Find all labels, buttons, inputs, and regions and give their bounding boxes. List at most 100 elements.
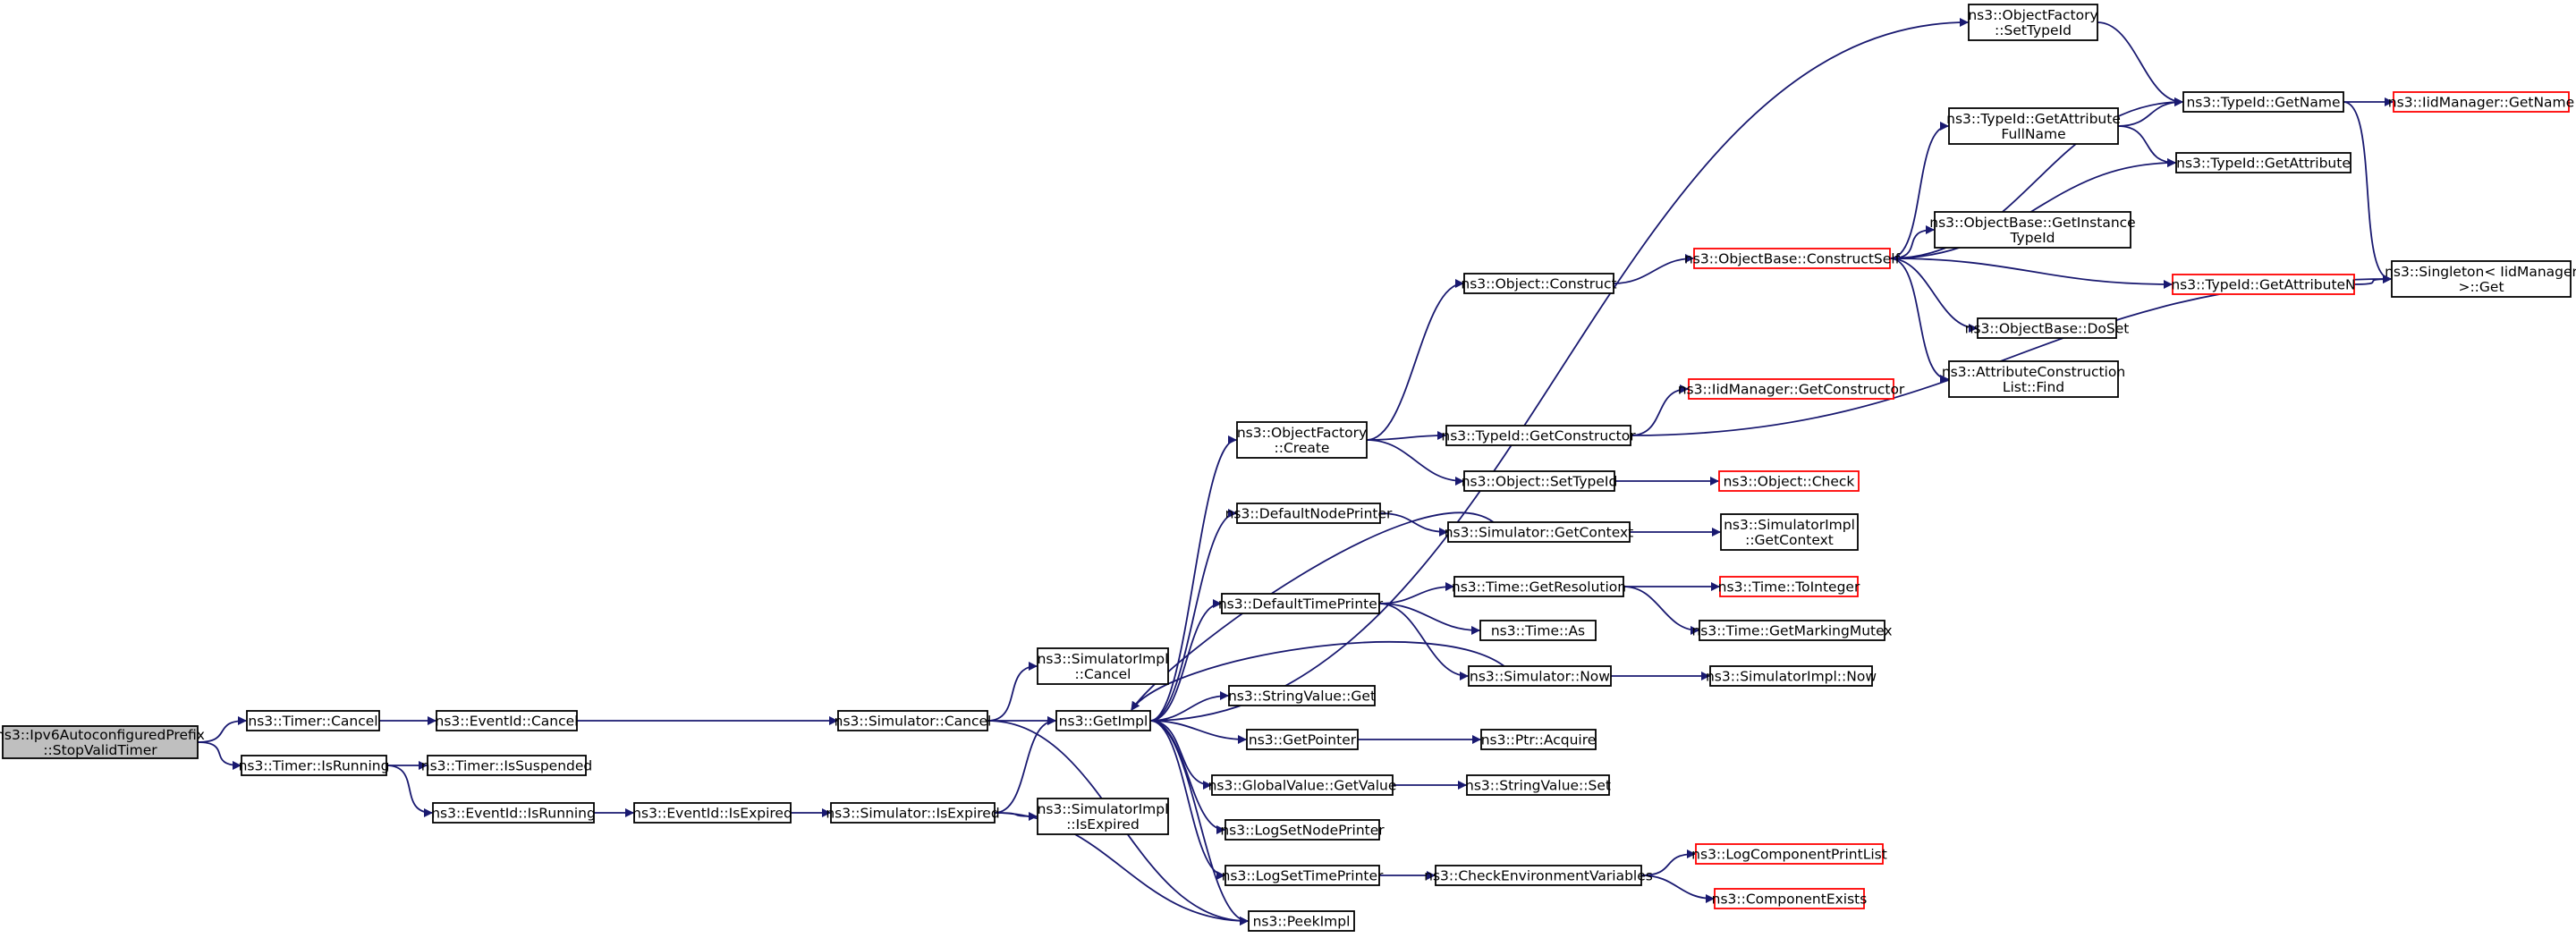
node-box [436,710,578,731]
node-typeid-getattribute[interactable]: ns3::TypeId::GetAttribute [2175,152,2351,173]
node-label: ns3::Simulator::Now [1470,669,1610,685]
node-globalvalue-getvalue[interactable]: ns3::GlobalValue::GetValue [1208,774,1397,796]
node-label: ns3::LogComponentPrintList [1691,847,1887,863]
edge-objfactory_create-to-typeid_getconstructor [1366,431,1446,441]
node-box [2172,274,2355,295]
node-label: ns3::Timer::IsSuspended [421,758,592,774]
node-box [1714,888,1865,909]
node-time-getmarkingmutex[interactable]: ns3::Time::GetMarkingMutex [1691,620,1893,641]
node-iidmanager-getconstructor[interactable]: ns3::IidManager::GetConstructor [1678,378,1905,400]
node-simimpl-isexpired[interactable]: ns3::SimulatorImpl::IsExpired [1037,798,1169,835]
node-typeid-getname[interactable]: ns3::TypeId::GetName [2182,91,2344,113]
node-label: >::Get [2458,279,2504,295]
node-box [1224,819,1380,841]
edge-defaulttimeprinter-to-time_as [1378,603,1480,635]
node-label: ns3::Object::SetTypeId [1462,474,1618,490]
node-box [1718,470,1860,492]
node-box [1480,729,1597,750]
edge-typeid_getattributefullname-to-typeid_getname [2117,97,2183,127]
node-simimpl-cancel[interactable]: ns3::SimulatorImpl::Cancel [1037,647,1169,685]
node-label: ns3::StringValue::Set [1465,778,1611,794]
node-box [1468,665,1612,687]
node-peekimpl[interactable]: ns3::PeekImpl [1248,910,1355,932]
node-box [1248,910,1355,932]
node-box [1709,665,1873,687]
node-box [1037,647,1169,685]
node-box [1693,248,1891,269]
node-sim-isexpired[interactable]: ns3::Simulator::IsExpired [826,802,1000,824]
node-objfactory-create[interactable]: ns3::ObjectFactory::Create [1236,421,1368,459]
edge-sim_isexpired-to-getimpl [994,716,1056,814]
node-componentexists[interactable]: ns3::ComponentExists [1712,888,1868,909]
node-label: ns3::IidManager::GetConstructor [1678,382,1905,398]
node-timer-isrunning[interactable]: ns3::Timer::IsRunning [239,755,390,776]
node-box [1435,865,1642,886]
node-label: ns3::GlobalValue::GetValue [1208,778,1397,794]
edge-objfactory_create-to-object_settypeid [1366,439,1464,486]
node-box [1055,710,1151,731]
node-eventid-isexpired[interactable]: ns3::EventId::IsExpired [632,802,792,824]
node-label: ns3::Object::Check [1724,474,1855,490]
node-logsettimeprinter[interactable]: ns3::LogSetTimePrinter [1222,865,1384,886]
node-box [1699,620,1885,641]
node-typeid-getattributen[interactable]: ns3::TypeId::GetAttributeN [2171,274,2356,295]
node-eventid-isrunning[interactable]: ns3::EventId::IsRunning [431,802,596,824]
edge-objbase_constructself-to-typeid_getattribute [1889,158,2176,259]
node-object-check[interactable]: ns3::Object::Check [1718,470,1860,492]
node-label: ::Cancel [1075,666,1131,682]
node-objbase-doset[interactable]: ns3::ObjectBase::DoSet [1965,317,2130,339]
edge-getimpl-to-defaulttimeprinter [1149,599,1222,722]
node-label: ::IsExpired [1066,816,1140,832]
node-box [2,725,199,759]
edge-checkenv-to-componentexists [1640,875,1715,903]
node-box [2391,260,2572,298]
node-object-construct[interactable]: ns3::Object::Construct [1461,273,1617,294]
node-box [1445,425,1631,446]
node-objbase-constructself[interactable]: ns3::ObjectBase::ConstructSelf [1684,248,1901,269]
node-sim-getcontext[interactable]: ns3::Simulator::GetContext [1445,521,1634,543]
node-label: List::Find [2003,379,2064,395]
node-stringvalue-set[interactable]: ns3::StringValue::Set [1465,774,1611,796]
node-defaulttimeprinter[interactable]: ns3::DefaultTimePrinter [1218,593,1384,614]
node-box [1977,317,2117,339]
node-getpointer[interactable]: ns3::GetPointer [1246,729,1359,750]
edge-getimpl-to-objfactory_create [1149,435,1237,722]
node-timer-cancel[interactable]: ns3::Timer::Cancel [246,710,380,731]
node-stringvalue-get[interactable]: ns3::StringValue::Get [1228,685,1376,706]
node-label: ns3::Object::Construct [1461,276,1616,292]
node-objfactory-settypeid[interactable]: ns3::ObjectFactory::SetTypeId [1968,4,2098,41]
node-box [633,802,792,824]
node-label: ::StopValidTimer [43,742,157,758]
node-singleton-get[interactable]: ns3::Singleton< IidManager >::Get [2385,260,2576,298]
node-getimpl[interactable]: ns3::GetImpl [1055,710,1151,731]
node-time-tointeger[interactable]: ns3::Time::ToInteger [1718,576,1860,597]
node-time-as[interactable]: ns3::Time::As [1479,620,1597,641]
node-sim-cancel[interactable]: ns3::Simulator::Cancel [835,710,992,731]
node-logcomponentprintlist[interactable]: ns3::LogComponentPrintList [1691,843,1887,865]
node-timer-issuspended[interactable]: ns3::Timer::IsSuspended [421,755,592,776]
node-defaultnodeprinter[interactable]: ns3::DefaultNodePrinter [1225,503,1393,524]
node-simimpl-getcontext[interactable]: ns3::SimulatorImpl::GetContext [1720,513,1859,551]
node-label: ns3::Simulator::IsExpired [826,806,999,822]
node-root[interactable]: ns3::Ipv6AutoconfiguredPrefix::StopValid… [0,725,205,759]
node-typeid-getconstructor[interactable]: ns3::TypeId::GetConstructor [1441,425,1636,446]
node-iidmanager-getname[interactable]: ns3::IidManager::GetName [2388,91,2574,113]
edge-root-to-timer_isrunning [197,741,242,770]
node-eventid-cancel[interactable]: ns3::EventId::Cancel [436,710,579,731]
node-box [1221,593,1380,614]
node-checkenv[interactable]: ns3::CheckEnvironmentVariables [1424,865,1653,886]
node-sim-now[interactable]: ns3::Simulator::Now [1468,665,1612,687]
node-box [1688,378,1894,400]
node-time-getresolution[interactable]: ns3::Time::GetResolution [1452,576,1626,597]
node-box [1934,211,2131,249]
node-logsetnodeprinter[interactable]: ns3::LogSetNodePrinter [1220,819,1385,841]
node-box [2175,152,2351,173]
node-ptr-acquire[interactable]: ns3::Ptr::Acquire [1480,729,1597,750]
node-simimpl-now[interactable]: ns3::SimulatorImpl::Now [1706,665,1877,687]
node-object-settypeid[interactable]: ns3::Object::SetTypeId [1462,470,1618,492]
edge-timer_isrunning-to-eventid_isrunning [386,765,433,817]
node-label: ns3::ObjectBase::ConstructSelf [1684,251,1901,267]
